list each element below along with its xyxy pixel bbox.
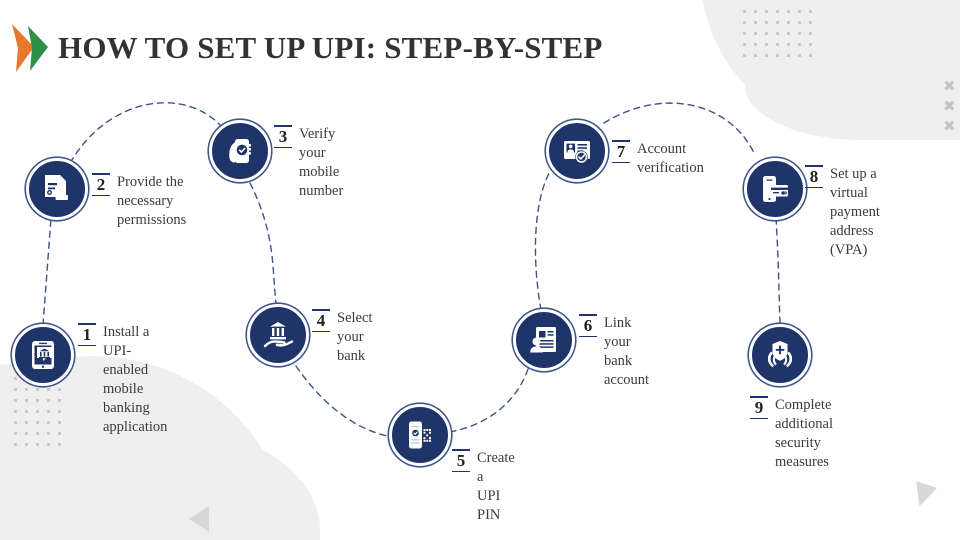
step-4-node-circle[interactable]	[247, 304, 309, 366]
mobile-bank-app-icon	[32, 341, 54, 369]
step-5-rule-top	[452, 449, 470, 451]
account-document-person-icon	[530, 327, 556, 353]
step-2-caption: Provide the necessary permissions	[117, 174, 187, 228]
step-4-caption: Select your bank	[337, 310, 373, 364]
phone-payment-card-icon	[763, 176, 788, 202]
page-title: HOW TO SET UP UPI: STEP-BY-STEP	[58, 30, 603, 65]
connector-6-to-7	[534, 166, 554, 311]
hand-bank-building-icon	[263, 322, 294, 348]
hand-phone-check-icon	[229, 139, 251, 163]
phone-qr-pin-icon	[409, 421, 431, 449]
step-9-label: 9 Complete additional security measures	[750, 395, 833, 472]
step-2-node-circle[interactable]	[26, 158, 88, 220]
step-7-rule-top	[612, 140, 630, 142]
header: HOW TO SET UP UPI: STEP-BY-STEP	[8, 20, 603, 76]
step-9-number-block: 9	[750, 395, 768, 420]
id-card-verified-icon	[564, 141, 590, 164]
step-6-rule-bottom	[579, 335, 597, 338]
connector-7-to-8	[603, 102, 755, 154]
step-7-label: 7 Account verification	[612, 139, 704, 178]
step-8-label: 8 Set up a virtual payment address (VPA)	[805, 164, 880, 260]
step-7-node-circle[interactable]	[546, 120, 608, 182]
step-7-caption: Account verification	[637, 141, 704, 176]
step-8-caption: Set up a virtual payment address (VPA)	[830, 166, 880, 258]
step-3-rule-bottom	[274, 146, 292, 149]
step-6-node-circle[interactable]	[513, 309, 575, 371]
connector-8-to-9	[775, 217, 781, 324]
step-5-label: 5 Create a UPI PIN	[452, 448, 515, 525]
step-1-label: 1 Install a UPI- enabled mobile banking …	[78, 322, 167, 437]
step-1-rule-bottom	[78, 344, 96, 347]
step-6-number: 6	[583, 315, 593, 335]
step-6-number-block: 6	[579, 313, 597, 338]
step-2-number-block: 2	[92, 172, 110, 197]
step-1-number-block: 1	[78, 322, 96, 347]
step-4-label: 4 Select your bank	[312, 308, 372, 366]
step-6-caption: Link your bank account	[604, 315, 650, 388]
step-3-label: 3 Verify your mobile number	[274, 124, 343, 201]
shield-hands-security-icon	[767, 341, 793, 368]
step-1-node-circle[interactable]	[12, 324, 74, 386]
step-3-number-block: 3	[274, 124, 292, 149]
step-3-rule-top	[274, 125, 292, 127]
step-8-number: 8	[809, 166, 819, 186]
step-6-rule-top	[579, 314, 597, 316]
step-9-caption: Complete additional security measures	[775, 397, 833, 470]
step-9-node-circle[interactable]	[749, 324, 811, 386]
step-2-label: 2 Provide the necessary permissions	[92, 172, 186, 230]
step-5-number-block: 5	[452, 448, 470, 473]
step-7-number-block: 7	[612, 139, 630, 164]
step-9-rule-bottom	[750, 417, 768, 420]
step-4-number: 4	[316, 310, 326, 330]
connector-4-to-5	[295, 365, 393, 438]
step-1-rule-top	[78, 323, 96, 325]
step-1-caption: Install a UPI- enabled mobile banking ap…	[103, 324, 168, 435]
step-4-rule-bottom	[312, 330, 330, 333]
step-2-number: 2	[96, 174, 106, 194]
step-9-rule-top	[750, 396, 768, 398]
connector-3-to-4	[249, 182, 277, 304]
step-3-number: 3	[278, 126, 288, 146]
step-8-node-circle[interactable]	[744, 158, 806, 220]
step-5-number: 5	[456, 450, 466, 470]
step-8-rule-top	[805, 165, 823, 167]
step-2-rule-top	[92, 173, 110, 175]
connector-1-to-2	[42, 204, 53, 326]
step-5-node-circle[interactable]	[389, 404, 451, 466]
step-3-caption: Verify your mobile number	[299, 126, 344, 199]
step-2-rule-bottom	[92, 194, 110, 197]
step-4-number-block: 4	[312, 308, 330, 333]
document-stamp-permission-icon	[45, 175, 68, 200]
step-5-caption: Create a UPI PIN	[477, 450, 515, 523]
step-4-rule-top	[312, 309, 330, 311]
india-flag-arrow-logo-icon	[12, 24, 48, 72]
step-8-rule-bottom	[805, 186, 823, 189]
step-6-label: 6 Link your bank account	[579, 313, 649, 390]
step-9-number: 9	[754, 397, 764, 417]
step-1-number: 1	[82, 324, 92, 344]
step-8-number-block: 8	[805, 164, 823, 189]
step-7-rule-bottom	[612, 161, 630, 164]
step-7-number: 7	[616, 141, 626, 161]
connector-5-to-6	[449, 362, 531, 433]
connector-2-to-3	[69, 102, 221, 164]
step-3-node-circle[interactable]	[209, 120, 271, 182]
step-5-rule-bottom	[452, 470, 470, 473]
